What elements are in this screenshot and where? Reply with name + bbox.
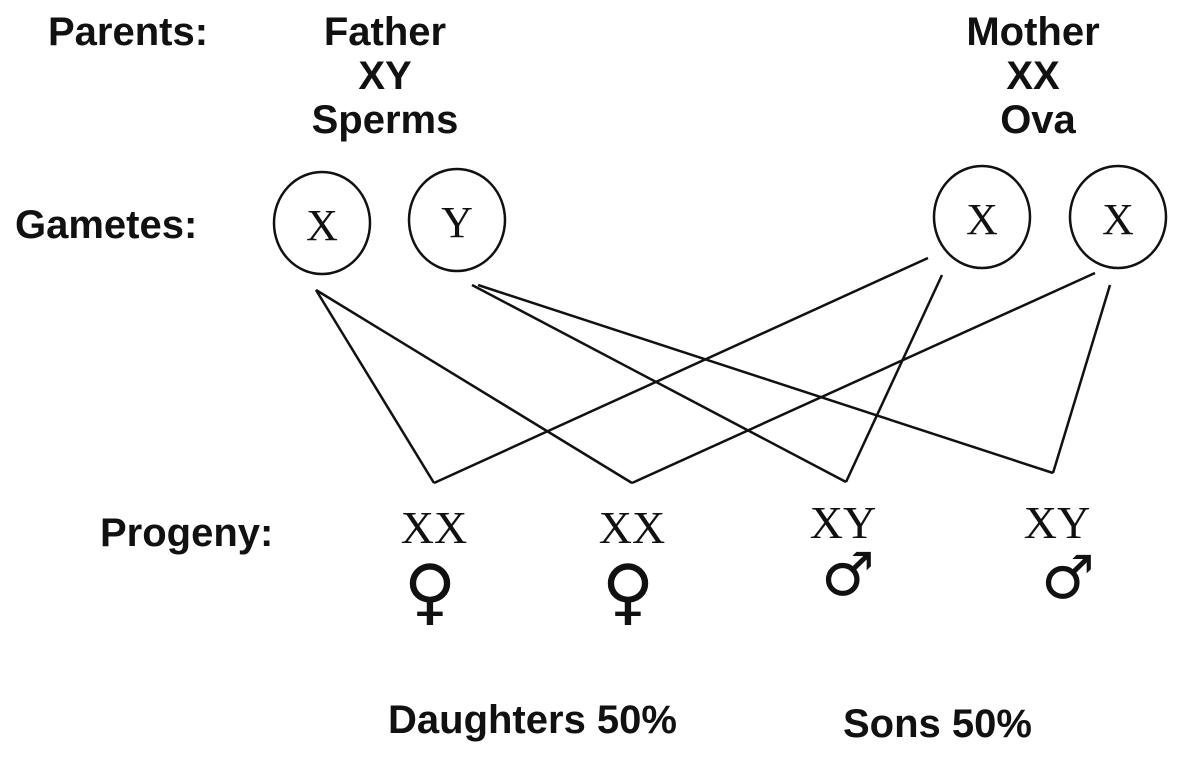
- gamete-label: X: [1102, 195, 1134, 244]
- cross-line: [631, 271, 1096, 485]
- gamete-label: Y: [441, 198, 473, 247]
- cross-line: [844, 274, 944, 483]
- progeny-genotype: XX: [400, 502, 468, 553]
- daughters-summary: Daughters 50%: [388, 698, 677, 742]
- cross-line: [433, 256, 929, 485]
- father-title: Father: [323, 10, 447, 54]
- female-symbol-icon: ♀: [403, 549, 457, 633]
- progeny-label: Progeny:: [100, 511, 274, 555]
- father-gamete-y: [407, 167, 507, 273]
- gametes-label: Gametes:: [15, 203, 198, 247]
- mother-gamete-x2: [1068, 164, 1168, 270]
- mother-gamete-x1: [932, 164, 1032, 270]
- father-gamete-type: Sperms: [311, 98, 459, 142]
- gamete-label: X: [966, 195, 998, 244]
- mother-gamete-type: Ova: [1000, 98, 1076, 142]
- progeny-genotype: XY: [1023, 497, 1091, 548]
- male-symbol-icon: ♂: [1041, 543, 1095, 613]
- father-gamete-x: [272, 170, 372, 276]
- gamete-label: X: [306, 201, 338, 250]
- cross-line: [315, 288, 633, 485]
- parents-label: Parents:: [48, 10, 209, 54]
- mother-title: Mother: [966, 10, 1100, 54]
- mother-genotype: XX: [1006, 54, 1060, 98]
- cross-line: [1051, 284, 1112, 474]
- sons-summary: Sons 50%: [843, 702, 1032, 746]
- female-symbol-icon: ♀: [601, 549, 655, 633]
- progeny-genotype: XY: [809, 497, 877, 548]
- male-symbol-icon: ♂: [821, 540, 875, 610]
- cross-line: [471, 283, 847, 484]
- progeny-genotype: XX: [598, 502, 666, 553]
- father-genotype: XY: [358, 54, 412, 98]
- cross-line: [477, 283, 1054, 475]
- cross-line: [314, 289, 436, 484]
